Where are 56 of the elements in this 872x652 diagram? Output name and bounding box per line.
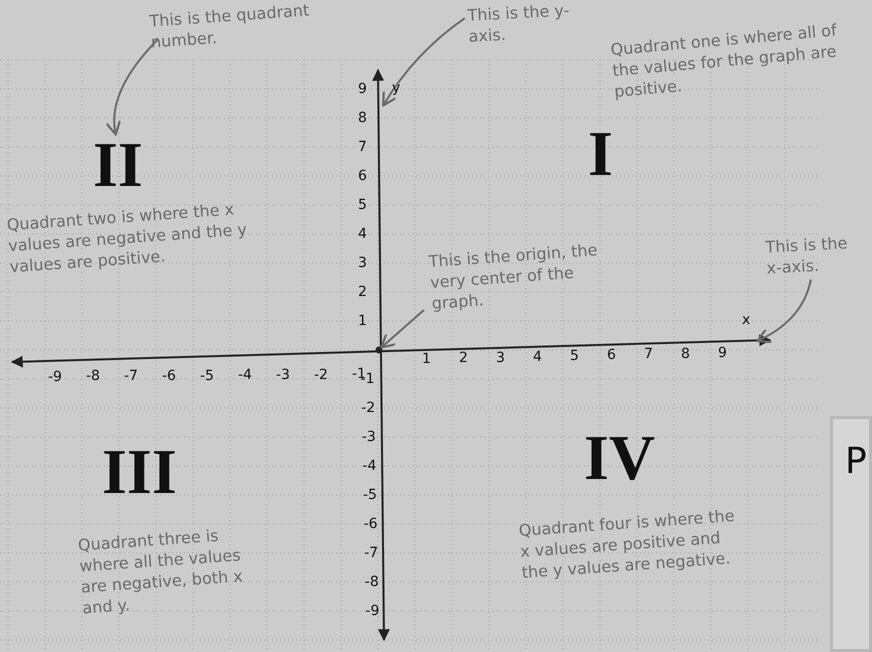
tick-label: -9: [48, 368, 62, 385]
leader-line: [380, 309, 425, 349]
callout-text: This is the y-axis.: [466, 0, 580, 47]
quadrant-numeral: II: [93, 133, 143, 197]
tick-label: 9: [718, 344, 727, 361]
tick-label: -6: [162, 368, 176, 384]
tick-label: 7: [358, 139, 367, 155]
tick-label: 5: [358, 197, 367, 213]
card-heading: P: [845, 441, 867, 482]
tick-label: 3: [358, 255, 367, 271]
quadrant-description: Quadrant one is where all of the values for the graph are positive.: [610, 17, 870, 102]
tick-label: 8: [358, 110, 367, 126]
tick-label: 9: [358, 81, 367, 97]
quadrant-description: Quadrant two is where the x values are negative and the y values are positive.: [6, 198, 250, 278]
x-axis: [10, 334, 772, 368]
tick-label: 2: [358, 284, 367, 300]
tick-label: 6: [358, 168, 367, 184]
tick-label: -8: [86, 368, 100, 384]
tick-label: 5: [570, 348, 579, 364]
tick-label: -2: [314, 366, 328, 383]
tick-label: -3: [276, 366, 290, 383]
tick-label: 6: [607, 347, 616, 364]
leader-line: [106, 38, 160, 136]
tick-label: 7: [644, 346, 653, 362]
tick-label: -2: [361, 400, 376, 416]
tick-label: 2: [459, 350, 468, 366]
leader-line: [382, 17, 466, 106]
tick-label: -5: [363, 487, 377, 503]
tick-label: 3: [496, 350, 505, 366]
tick-label: -4: [362, 458, 376, 474]
axis-label: x: [742, 312, 750, 328]
callout-text: This is the quadrant number.: [148, 0, 342, 53]
tick-label: 8: [681, 346, 690, 362]
tick-label: -6: [364, 516, 378, 532]
origin-point: [376, 346, 382, 354]
tick-label: 1: [422, 351, 431, 368]
card-panel: [830, 416, 872, 652]
tick-label: 4: [358, 226, 367, 242]
tick-label: -7: [124, 368, 138, 384]
quadrant-description: Quadrant three is where all the values are negative, both x and y.: [77, 521, 273, 619]
axis-label: y: [392, 80, 400, 96]
tick-label: -5: [200, 368, 214, 384]
quadrant-description: Quadrant four is where the x values are positive and the y values are negative.: [518, 504, 752, 583]
tick-label: -3: [362, 429, 376, 445]
callout-text: This is the origin, the very center of the graph.: [428, 237, 632, 314]
tick-label: -9: [365, 603, 380, 619]
leader-line: [756, 279, 812, 343]
tick-label: -8: [364, 574, 379, 590]
tick-label: -7: [364, 545, 378, 561]
tick-label: 1: [358, 313, 367, 329]
callout-text: This is the x-axis.: [764, 231, 868, 279]
quadrant-numeral: III: [102, 440, 177, 504]
tick-label: 4: [533, 348, 542, 365]
quadrant-numeral: I: [588, 122, 613, 186]
tick-label: -4: [238, 367, 252, 384]
quadrant-numeral: IV: [584, 426, 656, 490]
